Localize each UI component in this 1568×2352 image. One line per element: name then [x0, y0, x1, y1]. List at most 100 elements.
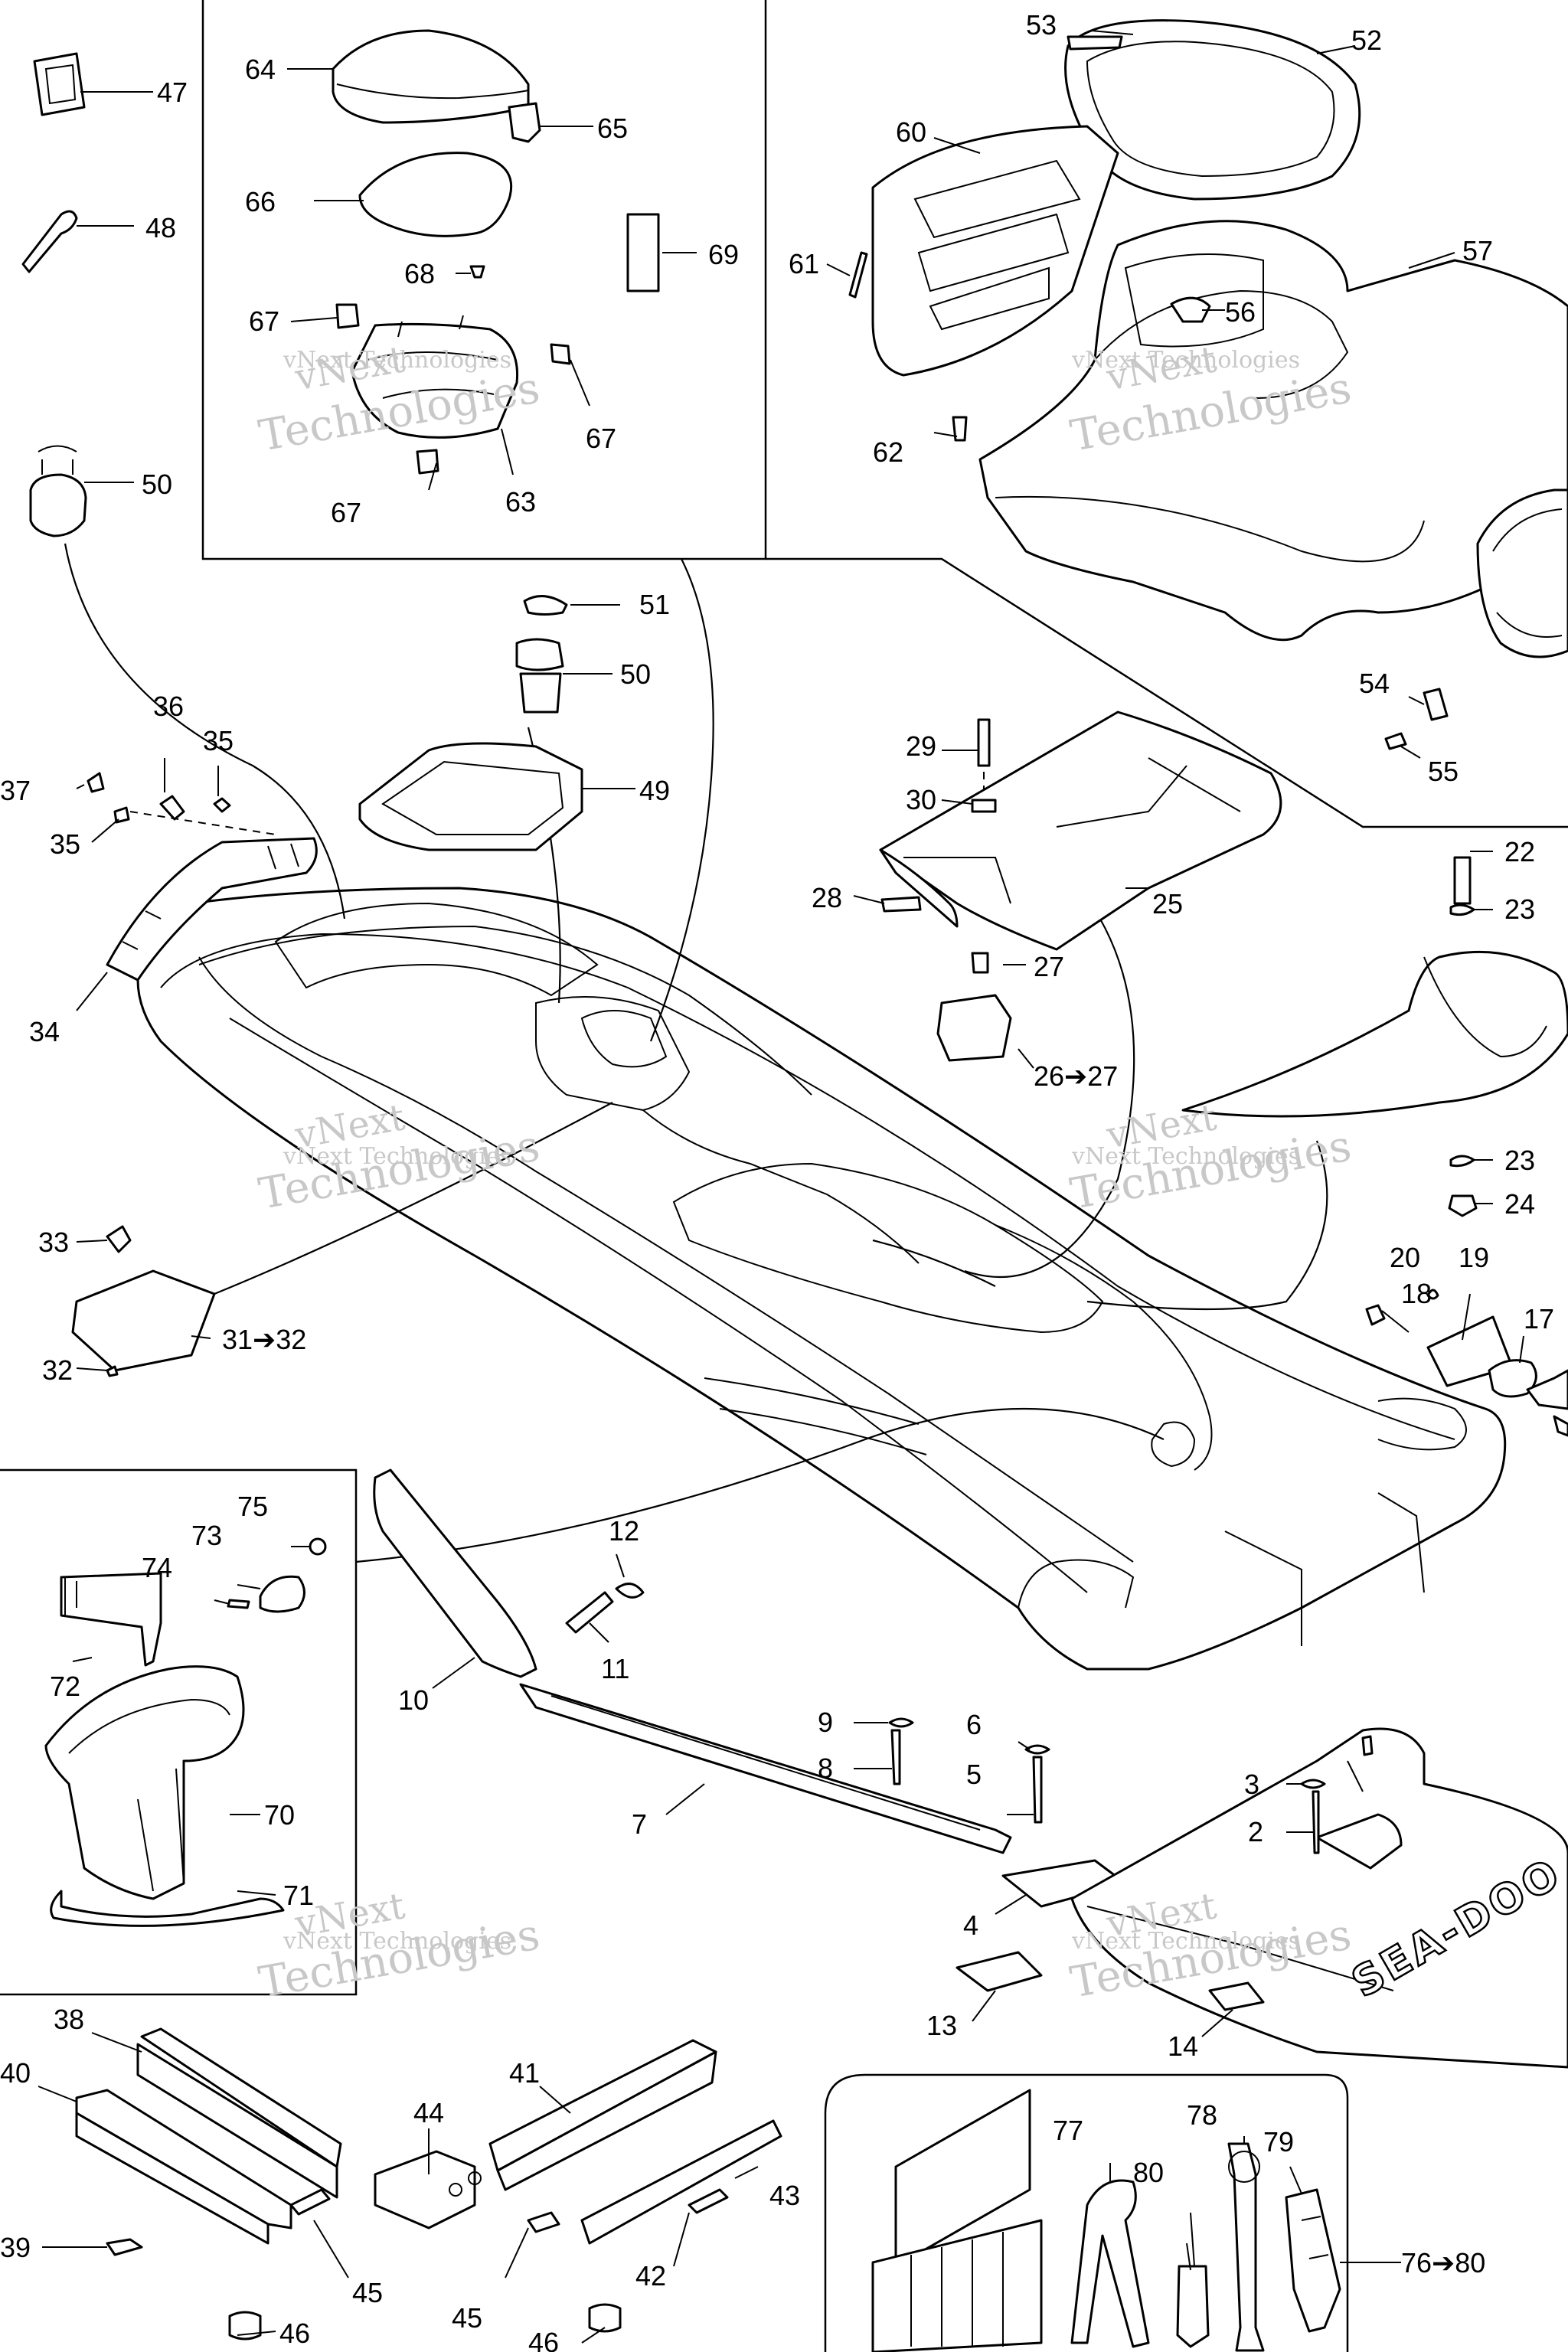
callout-65: 65 [597, 113, 628, 144]
callout-19: 19 [1459, 1242, 1489, 1273]
leader-rear-grab [1086, 1140, 1328, 1311]
callout-68: 68 [404, 258, 435, 289]
callout-69: 69 [708, 239, 739, 270]
storage-lid-assembly [332, 29, 660, 475]
leader-28-hull [872, 1239, 996, 1287]
callout-30: 30 [906, 784, 936, 815]
callout-33: 33 [38, 1227, 69, 1258]
callout-23-bottom: 23 [1504, 1145, 1535, 1176]
leader-50-hull [64, 543, 346, 920]
callout-45-right: 45 [452, 2302, 482, 2334]
callout-12: 12 [609, 1515, 639, 1547]
callout-6: 6 [966, 1709, 982, 1740]
leader-33-hull [214, 1102, 613, 1295]
small-parts-left [21, 52, 583, 1377]
drain-plate-assembly [1365, 1289, 1568, 1437]
callout-72: 72 [50, 1671, 80, 1702]
watermark-label: vNext Technologies [1071, 1928, 1300, 1955]
callout-13: 13 [926, 2010, 957, 2041]
callout-41: 41 [509, 2057, 540, 2089]
callout-28: 28 [812, 882, 842, 913]
callout-57: 57 [1462, 235, 1493, 266]
leader-25-hull [964, 887, 1135, 1278]
callout-50: 50 [142, 469, 172, 500]
callout-46-left: 46 [279, 2318, 310, 2349]
callout-47: 47 [157, 77, 188, 108]
callout-53: 53 [1026, 9, 1057, 41]
callout-36: 36 [153, 691, 184, 722]
callout-64: 64 [245, 54, 276, 85]
callout-40: 40 [0, 2057, 31, 2089]
callout-29: 29 [906, 730, 936, 762]
callout-38: 38 [54, 2004, 84, 2035]
leader-storage-hull [355, 1407, 1165, 1563]
callout-66: 66 [245, 186, 276, 217]
callout-73: 73 [191, 1520, 222, 1551]
callout-62: 62 [873, 436, 903, 468]
tool-kit-inset-frame [824, 2073, 1349, 2352]
callout-46-right: 46 [528, 2327, 559, 2352]
callout-50-b: 50 [620, 658, 651, 690]
callout-37: 37 [0, 775, 31, 806]
callout-56: 56 [1225, 296, 1256, 328]
watermark-label: vNext Technologies [1071, 347, 1300, 374]
callout-70: 70 [264, 1799, 295, 1831]
top-left-inset-frame [201, 0, 767, 560]
callout-10: 10 [398, 1684, 429, 1716]
callout-52: 52 [1351, 24, 1382, 56]
callout-20: 20 [1390, 1242, 1420, 1273]
callout-60: 60 [896, 116, 926, 148]
callout-67-right: 67 [586, 423, 616, 454]
callout-71: 71 [283, 1880, 314, 1911]
callout-4: 4 [963, 1909, 978, 1941]
seat-inset-frame [766, 557, 1568, 828]
tool-kit [871, 2089, 1341, 2352]
leader-lines [38, 30, 1524, 2344]
callout-42: 42 [635, 2260, 666, 2292]
callout-80: 80 [1133, 2157, 1164, 2188]
callout-79: 79 [1263, 2126, 1294, 2158]
callout-11: 11 [601, 1653, 629, 1684]
callout-32: 32 [42, 1354, 73, 1386]
callout-31-32: 31➔32 [222, 1324, 306, 1355]
callout-48: 48 [145, 212, 176, 243]
callout-61: 61 [789, 248, 819, 279]
seat-assembly [848, 19, 1568, 750]
callout-55: 55 [1428, 756, 1459, 787]
hull [136, 887, 1507, 1671]
leader-inset-hull [649, 558, 714, 1042]
callout-43: 43 [769, 2180, 800, 2211]
callout-77: 77 [1053, 2115, 1083, 2146]
callout-27: 27 [1034, 951, 1064, 982]
callout-78: 78 [1187, 2099, 1217, 2131]
callout-3: 3 [1244, 1769, 1259, 1800]
callout-54: 54 [1359, 668, 1390, 699]
callout-2: 2 [1248, 1816, 1263, 1847]
hull-liners [373, 1468, 1568, 2069]
callout-67-left: 67 [249, 305, 279, 337]
callout-24: 24 [1504, 1188, 1535, 1220]
callout-18: 18 [1401, 1278, 1432, 1309]
rear-handle-assembly [879, 710, 1568, 1217]
callout-8: 8 [818, 1753, 833, 1784]
callout-76-80: 76➔80 [1401, 2247, 1485, 2278]
callout-14: 14 [1168, 2030, 1198, 2062]
callout-5: 5 [966, 1759, 982, 1790]
callout-63: 63 [505, 486, 536, 518]
callout-23-top: 23 [1504, 893, 1535, 925]
callout-45-left: 45 [352, 2277, 383, 2308]
callout-25: 25 [1152, 888, 1183, 920]
watermark-label: vNext Technologies [283, 1143, 511, 1170]
callout-labels: 47 48 50 64 65 66 69 68 67 67 67 63 51 5… [0, 9, 1554, 2352]
storage-inset-frame [0, 1468, 358, 1996]
callout-34: 34 [29, 1016, 60, 1047]
callout-22: 22 [1504, 836, 1535, 867]
storage-bin-assembly [44, 1537, 327, 1927]
callout-74: 74 [142, 1552, 172, 1583]
side-rails [75, 2027, 782, 2341]
fastener-leader-35 [129, 811, 276, 835]
watermark-label: vNext Technologies [283, 1928, 511, 1955]
callout-35-bottom: 35 [50, 828, 80, 860]
callout-75: 75 [237, 1491, 268, 1522]
